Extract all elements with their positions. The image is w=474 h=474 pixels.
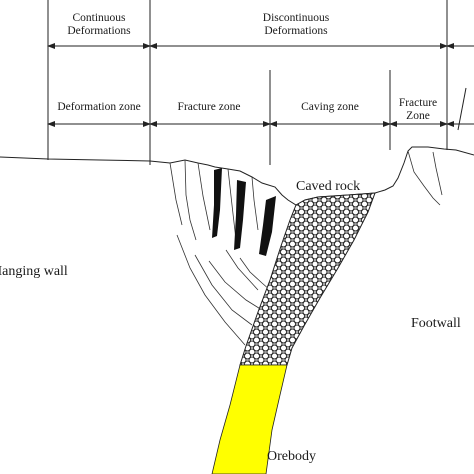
zone-boundary-lines xyxy=(47,0,467,165)
fracture-line xyxy=(208,260,263,311)
caved-rock-mass xyxy=(239,192,376,366)
fracture-line xyxy=(432,151,443,196)
fracture-band xyxy=(234,180,246,250)
orebody-zone xyxy=(211,364,288,474)
footwall-fractures xyxy=(407,150,443,206)
fracture-line xyxy=(239,257,271,291)
dark-fracture-bands xyxy=(212,168,276,256)
fracture-band xyxy=(212,168,222,238)
boundary-line xyxy=(457,87,467,131)
fracture-zone-right-label-line2: Zone xyxy=(406,110,430,122)
caving-zone-label: Caving zone xyxy=(301,101,359,113)
fracture-line xyxy=(407,150,441,206)
continuous-label-line2: Deformations xyxy=(67,25,131,37)
fracture-zone-right-label-line1: Fracture xyxy=(399,97,437,109)
fracture-band xyxy=(259,196,276,256)
fracture-line xyxy=(169,162,183,226)
hanging-wall-label: Hanging wall xyxy=(0,264,68,279)
fracture-line xyxy=(194,254,253,326)
fracture-line xyxy=(251,176,259,231)
continuous-label-line1: Continuous xyxy=(72,12,126,24)
deformation-zone-label: Deformation zone xyxy=(57,101,140,113)
fracture-line xyxy=(227,168,237,241)
orebody-label: Orebody xyxy=(267,449,316,464)
fracture-zone-label: Fracture zone xyxy=(178,101,241,113)
discontinuous-label-line2: Deformations xyxy=(264,25,328,37)
footwall-label: Footwall xyxy=(411,316,461,331)
caved-rock-label: Caved rock xyxy=(296,179,360,194)
hanging-wall-fractures xyxy=(169,159,271,346)
fracture-line xyxy=(176,234,246,346)
fracture-line xyxy=(184,159,197,241)
fracture-line xyxy=(197,162,211,231)
fracture-line xyxy=(225,249,259,291)
discontinuous-label-line1: Discontinuous xyxy=(263,12,330,24)
